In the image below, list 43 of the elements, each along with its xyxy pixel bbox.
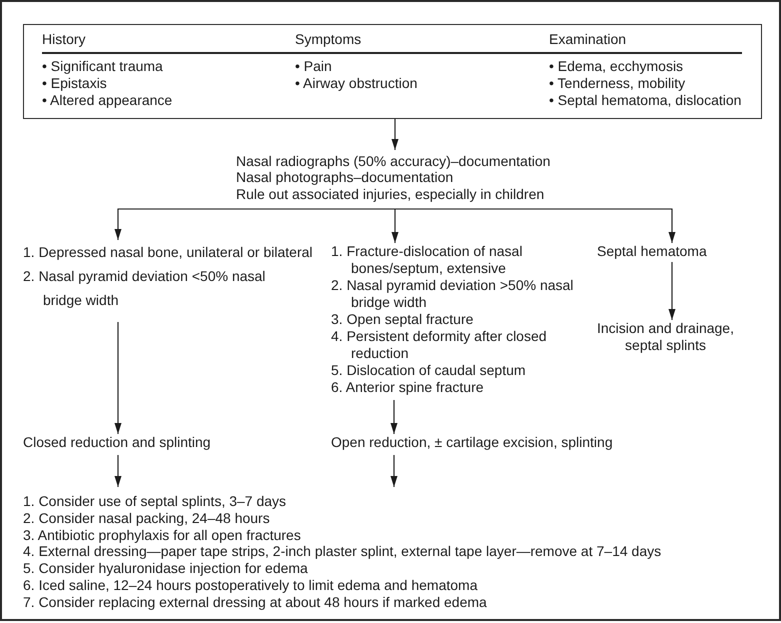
bullet-item: • Tenderness, mobility [549,75,686,92]
flow-arrow [668,262,676,320]
bullet-item: • Septal hematoma, dislocation [549,92,742,109]
list-item: 2. Nasal pyramid deviation >50% nasal bridge width [331,277,574,311]
list-item: 3. Open septal fracture [331,311,474,328]
step-text: Incision and drainage, septal splints [593,320,738,354]
flow-arrow [392,209,398,243]
flow-arrow [390,400,398,434]
step-text: Septal hematoma [597,243,707,262]
bullet-item: • Edema, ecchymosis [549,58,684,75]
note-text: Nasal photographs–documentation [236,169,454,186]
note-text: Rule out associated injuries, especially in children [236,186,544,203]
list-item: 7. Consider replacing external dressing at about 48 hours if marked edema [23,594,487,611]
column-heading: Examination [549,31,626,48]
column-heading: History [42,31,86,48]
list-item: 6. Iced saline, 12–24 hours postoperatively to limit edema and hematoma [23,576,478,594]
note-text: Nasal radiographs (50% accuracy)–documentation [236,152,550,170]
column-heading: Symptoms [295,31,362,48]
bullet-item: • Altered appearance [42,92,172,109]
list-item: 1. Depressed nasal bone, unilateral or bilateral [23,243,313,262]
list-item: 1. Consider use of septal splints, 3–7 days [23,493,286,510]
list-item: 6. Anterior spine fracture [331,379,484,396]
flow-arrow [395,208,676,243]
step-text: Open reduction, ± cartilage excision, splinting [331,434,613,455]
bullet-item: • Airway obstruction [295,75,418,92]
list-item: 4. External dressing—paper tape strips, 2-inch plaster splint, external tape layer—remove at 7–14 days [23,543,662,560]
bullet-item: • Epistaxis [42,75,107,92]
list-item: 1. Fracture-dislocation of nasal bones/septum, extensive [331,243,524,277]
step-text: Closed reduction and splinting [23,434,211,455]
list-item: 2. Consider nasal packing, 24–48 hours [23,510,270,527]
flow-arrow [114,208,395,240]
findings-box [23,24,762,119]
flow-arrow [390,455,398,487]
bullet-item: • Pain [295,58,332,75]
bullet-item: • Significant trauma [42,58,163,75]
flow-arrow [114,322,122,434]
list-item: 2. Nasal pyramid deviation <50% nasal bridge width [23,267,266,310]
list-item: 3. Antibiotic prophylaxis for all open fractures [23,526,301,544]
list-item: 5. Dislocation of caudal septum [331,362,526,379]
flow-arrow [114,455,122,487]
list-item: 5. Consider hyaluronidase injection for edema [23,560,308,577]
list-item: 4. Persistent deformity after closed reduction [331,328,548,362]
flow-arrow [392,119,398,150]
